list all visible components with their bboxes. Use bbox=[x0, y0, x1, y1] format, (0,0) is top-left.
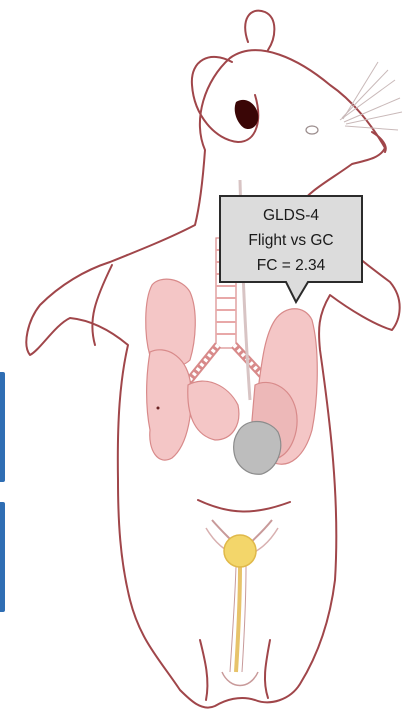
tooltip-dataset: GLDS-4 bbox=[263, 207, 319, 224]
whiskers bbox=[340, 62, 402, 130]
inner-ear-patch bbox=[235, 100, 259, 129]
tooltip-fold-change: FC = 2.34 bbox=[257, 257, 326, 274]
mouse-silhouette bbox=[26, 50, 399, 707]
mouse-hind-leg-right bbox=[265, 640, 270, 698]
mouse-left-arm bbox=[92, 265, 112, 345]
mouse-hind-leg-left bbox=[200, 640, 207, 700]
mouse-head-tuft bbox=[245, 11, 274, 50]
heart bbox=[234, 422, 281, 475]
mouse-body bbox=[26, 11, 399, 708]
bladder bbox=[224, 535, 256, 567]
mouse-eye bbox=[306, 126, 318, 134]
mouse-ear bbox=[192, 57, 258, 142]
tooltip-callout[interactable]: GLDS-4 Flight vs GC FC = 2.34 bbox=[220, 196, 362, 302]
mouse-hip-line bbox=[198, 500, 290, 512]
tooltip-comparison: Flight vs GC bbox=[248, 232, 333, 249]
